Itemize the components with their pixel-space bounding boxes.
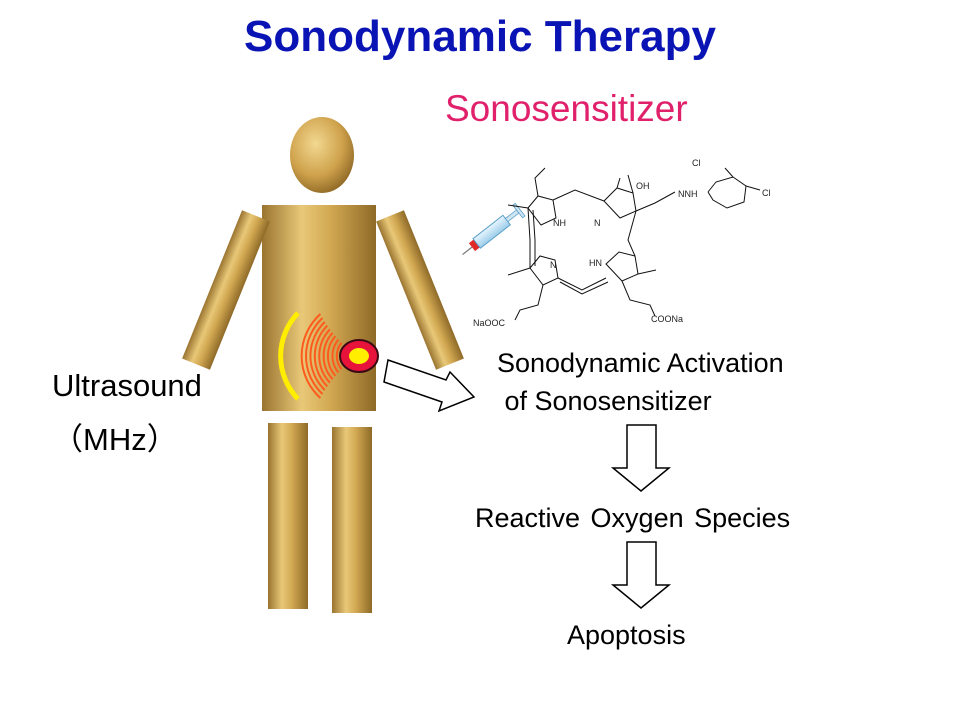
down-arrow-2 [610, 541, 672, 609]
chem-label-n-bottom: N [550, 260, 557, 270]
chem-label-cl-top: Cl [692, 158, 701, 168]
figure-torso [262, 205, 376, 411]
ultrasound-label: Ultrasound [52, 368, 202, 403]
sonosensitizer-label: Sonosensitizer [445, 88, 688, 129]
chem-label-nh: NH [553, 218, 566, 228]
page-title: Sonodynamic Therapy [244, 12, 716, 61]
chemical-structure [507, 167, 761, 321]
ultrasound-wave-arc [309, 321, 326, 391]
figure-right-arm [376, 210, 464, 370]
ultrasound-frequency-label: （MHz） [52, 422, 178, 457]
chem-label-coona: COONa [651, 314, 683, 324]
reactive-oxygen-species-label: Reactive Oxygen Species [475, 503, 791, 533]
apoptosis-label: Apoptosis [567, 620, 686, 650]
chem-label-hn: HN [589, 258, 602, 268]
human-figure [182, 117, 464, 613]
ultrasound-waves [278, 311, 353, 401]
activation-text-line2: of Sonosensitizer [497, 386, 712, 416]
chem-label-oh: OH [636, 181, 650, 191]
down-arrow-1 [610, 424, 672, 492]
figure-right-leg [332, 427, 372, 613]
ultrasound-wave-arc [335, 342, 343, 370]
figure-head [290, 117, 354, 193]
ultrasound-wave-arc [305, 317, 324, 395]
chem-label-naooc: NaOOC [473, 318, 506, 328]
ultrasound-wave-arc [318, 328, 331, 384]
figure-left-leg [268, 423, 308, 609]
figure-left-arm [182, 210, 270, 370]
chem-label-n-top: N [594, 218, 601, 228]
chemical-labels: Cl Cl OH NNH NH N N HN NaOOC COONa [473, 158, 771, 328]
activation-text-line1: Sonodynamic Activation [497, 348, 784, 378]
ultrasound-wave-arc [331, 338, 340, 374]
wave-outer-yellow [278, 311, 300, 401]
ultrasound-wave-arc [322, 332, 334, 380]
ultrasound-wave-arc [313, 324, 329, 388]
tumor-target [339, 339, 379, 373]
chem-label-nnh: NNH [678, 189, 698, 199]
chem-label-cl-right: Cl [762, 188, 771, 198]
syringe-icon [462, 202, 526, 256]
activation-arrow [383, 359, 476, 413]
ultrasound-wave-arc [300, 313, 322, 399]
ultrasound-wave-arc [326, 335, 337, 377]
